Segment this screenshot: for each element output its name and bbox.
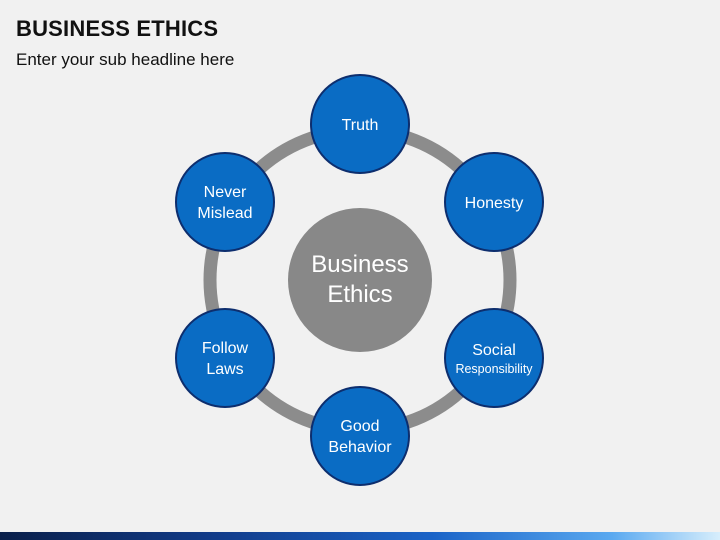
node-social-responsibility-circle bbox=[444, 308, 544, 408]
node-good-behavior-circle bbox=[310, 386, 410, 486]
page-subtitle: Enter your sub headline here bbox=[16, 50, 235, 69]
node-good-behavior-label-line-1: Good bbox=[340, 418, 379, 435]
node-never-mislead-label-line-2: Mislead bbox=[197, 205, 252, 222]
node-social-responsibility-label-line-2: Responsibility bbox=[455, 362, 533, 376]
page-title: BUSINESS ETHICS bbox=[16, 16, 219, 41]
center-circle bbox=[288, 208, 432, 352]
footer-accent-bar bbox=[0, 532, 720, 540]
center-label-line-2: Ethics bbox=[327, 281, 392, 308]
center-label-line-1: Business bbox=[311, 251, 408, 278]
node-honesty-label: Honesty bbox=[465, 195, 524, 212]
node-good-behavior: Good Behavior bbox=[310, 386, 410, 486]
node-never-mislead-circle bbox=[175, 152, 275, 252]
node-truth: Truth bbox=[310, 74, 410, 174]
node-follow-laws-label-line-2: Laws bbox=[206, 361, 243, 378]
node-follow-laws-circle bbox=[175, 308, 275, 408]
node-social-responsibility: Social Responsibility bbox=[444, 308, 544, 408]
node-social-responsibility-label-line-1: Social bbox=[472, 342, 516, 359]
node-truth-circle bbox=[310, 74, 410, 174]
node-honesty: Honesty bbox=[444, 152, 544, 252]
node-good-behavior-label-line-2: Behavior bbox=[328, 439, 392, 456]
node-never-mislead-label-line-1: Never bbox=[204, 184, 247, 201]
node-honesty-circle bbox=[444, 152, 544, 252]
node-follow-laws: Follow Laws bbox=[175, 308, 275, 408]
node-truth-label: Truth bbox=[342, 117, 379, 134]
node-follow-laws-label-line-1: Follow bbox=[202, 340, 249, 357]
center-node: Business Ethics bbox=[288, 208, 432, 352]
node-never-mislead: Never Mislead bbox=[175, 152, 275, 252]
